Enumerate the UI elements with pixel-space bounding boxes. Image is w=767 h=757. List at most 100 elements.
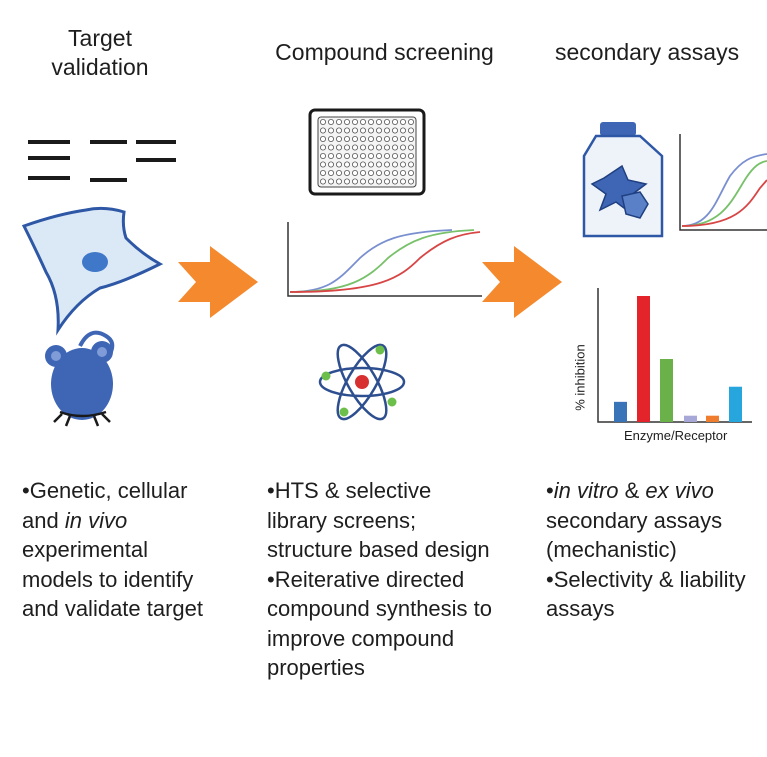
plate-well xyxy=(351,152,358,159)
plate-well xyxy=(407,161,414,168)
arrow-right-icon-2 xyxy=(482,246,562,318)
plate-well xyxy=(407,169,414,176)
inhibition-bar xyxy=(614,401,627,422)
well-plate-icon xyxy=(308,108,426,196)
secondary-dose-response-chart xyxy=(679,134,767,231)
atom-icon xyxy=(318,343,406,421)
compound-screening-description: •HTS & selective library screens; struct… xyxy=(267,476,492,683)
inhibition-bar xyxy=(729,386,742,422)
plate-well xyxy=(335,169,342,176)
plate-well xyxy=(383,178,390,185)
plate-well xyxy=(391,127,398,134)
plate-well xyxy=(367,127,374,134)
plate-well xyxy=(351,135,358,142)
plate-well xyxy=(359,169,366,176)
target-line-5: and validate target xyxy=(22,596,204,621)
plate-well xyxy=(351,119,358,126)
plate-well xyxy=(399,178,406,185)
plate-well xyxy=(359,178,366,185)
plate-well xyxy=(407,135,414,142)
plate-well xyxy=(391,144,398,151)
plate-well xyxy=(399,135,406,142)
plate-well xyxy=(351,127,358,134)
plate-well xyxy=(351,178,358,185)
plate-well xyxy=(351,169,358,176)
dose-response-chart xyxy=(287,222,482,297)
inhibition-bar xyxy=(684,415,697,422)
plate-well xyxy=(319,119,326,126)
header-secondary-assays: secondary assays xyxy=(555,39,740,65)
plate-well xyxy=(407,119,414,126)
plate-well xyxy=(359,127,366,134)
plate-well xyxy=(335,135,342,142)
plate-well xyxy=(391,169,398,176)
target-line-3: experimental xyxy=(22,537,148,562)
screening-line-4: •Reiterative directed xyxy=(267,566,465,592)
plate-well xyxy=(335,178,342,185)
secondary-assays-description: •in vitro & ex vivo secondary assays (me… xyxy=(546,476,746,624)
target-line-1: •Genetic, cellular xyxy=(22,478,188,503)
plate-well xyxy=(359,135,366,142)
plate-well xyxy=(367,152,374,159)
plate-well xyxy=(335,127,342,134)
plate-well xyxy=(391,178,398,185)
plate-well xyxy=(319,144,326,151)
plate-well xyxy=(327,127,334,134)
plate-well xyxy=(359,119,366,126)
bar-chart-ylabel: % inhibition xyxy=(572,344,588,411)
plate-well xyxy=(343,178,350,185)
plate-well xyxy=(391,161,398,168)
plate-well xyxy=(367,144,374,151)
plate-well xyxy=(375,135,382,142)
secondary-line-1: •in vitro & ex vivo xyxy=(546,478,714,503)
plate-well xyxy=(343,169,350,176)
plate-well xyxy=(319,135,326,142)
plate-well xyxy=(351,144,358,151)
plate-well xyxy=(335,119,342,126)
header-compound-screening: Compound screening xyxy=(275,39,494,65)
plate-well xyxy=(343,161,350,168)
mouse-icon xyxy=(45,330,115,427)
cell-icon xyxy=(21,206,164,336)
plate-well xyxy=(359,152,366,159)
inhibition-bar xyxy=(660,359,673,422)
plate-well xyxy=(383,152,390,159)
plate-well xyxy=(399,119,406,126)
plate-well xyxy=(335,152,342,159)
secondary-line-5: assays xyxy=(546,596,615,621)
plate-well xyxy=(407,178,414,185)
inhibition-bar-chart xyxy=(597,288,752,423)
secondary-line-3: (mechanistic) xyxy=(546,537,677,562)
plate-well xyxy=(399,152,406,159)
plate-well xyxy=(367,178,374,185)
screening-line-1: •HTS & selective xyxy=(267,478,432,503)
plate-well xyxy=(399,144,406,151)
plate-well xyxy=(327,144,334,151)
plate-well xyxy=(407,152,414,159)
plate-well xyxy=(399,127,406,134)
plate-well xyxy=(367,119,374,126)
plate-well xyxy=(335,161,342,168)
plate-well xyxy=(383,169,390,176)
header-target-line2: validation xyxy=(51,54,149,80)
plate-well xyxy=(407,127,414,134)
plate-well xyxy=(343,144,350,151)
header-target-line1: Target xyxy=(68,25,132,51)
plate-well xyxy=(367,169,374,176)
secondary-line-2: secondary assays xyxy=(546,507,723,533)
plate-well xyxy=(375,169,382,176)
cell-culture-jar-icon xyxy=(582,122,664,238)
plate-well xyxy=(383,119,390,126)
plate-well xyxy=(327,178,334,185)
plate-well xyxy=(367,135,374,142)
plate-well xyxy=(359,161,366,168)
plate-well xyxy=(343,152,350,159)
screening-line-3: structure based design xyxy=(267,537,490,562)
plate-well xyxy=(391,135,398,142)
arrow-right-icon xyxy=(178,246,258,318)
plate-well xyxy=(319,161,326,168)
plate-well xyxy=(375,161,382,168)
plate-well xyxy=(327,152,334,159)
